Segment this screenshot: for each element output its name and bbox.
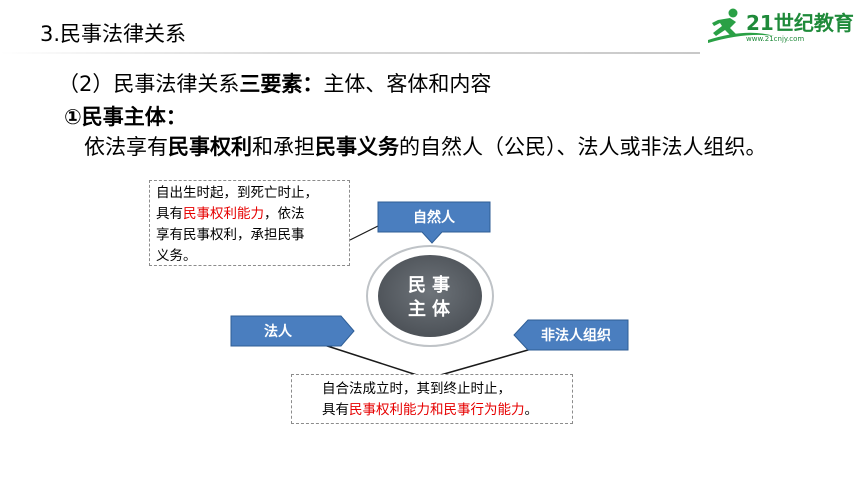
slide-title: 3.民事法律关系 [40,22,187,46]
note2-text: 。 [524,402,539,418]
logo: 21世纪教育 www.21cnjy.com [706,6,856,46]
tag-natural-label: 自然人 [413,209,456,226]
legal-entity-note: 自合法成立时，其到终止时止， 具有民事权利能力和民事行为能力。 [291,374,573,424]
definition-part: 和承担 [252,135,315,159]
note1-highlight: 民事权利能力 [183,206,264,222]
center-label-line2: 主体 [408,298,456,320]
connector-line-legal [317,342,421,377]
subtitle-prefix: （2）民事法律关系 [58,72,240,96]
tag-legal-label: 法人 [264,323,293,340]
note1-line: 具有民事权利能力，依法 [156,204,345,225]
point-heading-text: ①民事主体： [64,105,187,129]
logo-url: www.21cnjy.com [746,35,804,43]
tag-non-legal-org: 非法人组织 [513,319,629,351]
header-divider [0,52,700,54]
definition-bold-rights: 民事权利 [168,135,252,159]
center-circle [378,255,482,337]
center-label-line1: 民事 [408,274,456,296]
definition-part: 依法享有 [84,135,168,159]
subtitle: （2）民事法律关系三要素：主体、客体和内容 [58,68,491,98]
note1-text: ，依法 [264,206,305,222]
connector-line-nonlegal [436,345,543,377]
note1-line: 享有民事权利，承担民事 [156,227,305,243]
logo-runner-icon: 21世纪教育 www.21cnjy.com [708,8,854,43]
note2-highlight: 民事权利能力和民事行为能力 [349,402,525,418]
tag-legal-person: 法人 [230,315,355,347]
definition-text: 依法享有民事权利和承担民事义务的自然人（公民）、法人或非法人组织。 [84,131,767,161]
logo-text: 21世纪教育 [746,11,854,35]
note2-text: 具有 [322,402,349,418]
note2-line: 自合法成立时，其到终止时止， [322,381,511,397]
point-heading: ①民事主体： [64,101,187,131]
note1-text: 具有 [156,206,183,222]
tag-nonlegal-label: 非法人组织 [541,327,611,344]
subtitle-suffix: 主体、客体和内容 [323,72,492,96]
tag-natural-person: 自然人 [377,201,491,244]
note2-line: 具有民事权利能力和民事行为能力。 [322,400,566,421]
note1-line: 义务。 [156,248,197,264]
definition-bold-duties: 民事义务 [315,135,399,159]
definition-part: 的自然人（公民）、法人或非法人组织。 [399,135,767,159]
connector-line-natural [349,225,379,241]
natural-person-note: 自出生时起，到死亡时止， 具有民事权利能力，依法 享有民事权利，承担民事 义务。 [149,180,350,266]
note1-line: 自出生时起，到死亡时止， [156,185,318,201]
subtitle-bold: 三要素： [239,72,324,96]
